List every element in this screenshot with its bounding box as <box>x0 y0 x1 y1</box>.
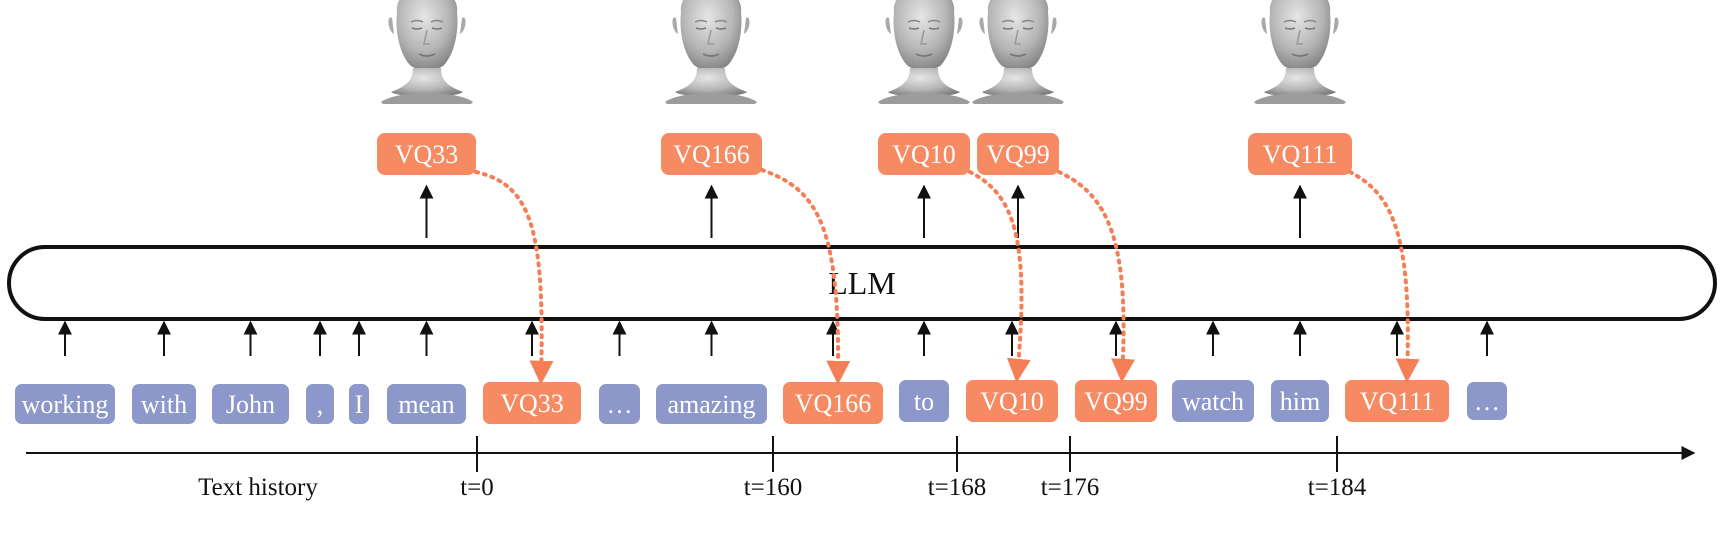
feedback-dotted-arrow <box>474 170 554 385</box>
token-label: mean <box>398 390 454 419</box>
input-token-vq99: VQ99 <box>1075 320 1157 422</box>
token-box <box>1271 380 1329 422</box>
token-box <box>1248 133 1352 175</box>
token-label: VQ33 <box>500 389 564 418</box>
tick-label: t=0 <box>460 474 494 501</box>
output-token-row: VQ33 VQ166 VQ10 VQ99 VQ111 <box>377 0 1352 238</box>
token-label: I <box>355 390 364 419</box>
token-box <box>878 133 970 175</box>
token-label: watch <box>1182 387 1244 416</box>
input-token-vq10: VQ10 <box>966 320 1058 422</box>
token-label: working <box>22 390 109 419</box>
input-token-him: him <box>1271 320 1329 422</box>
token-box <box>1345 380 1449 422</box>
token-label: VQ111 <box>1263 140 1338 169</box>
input-token-symbol: , <box>306 320 334 424</box>
tick-label: t=176 <box>1041 474 1100 501</box>
tick-label: t=168 <box>928 474 987 501</box>
token-label: with <box>141 390 187 419</box>
token-box <box>212 384 289 424</box>
output-token-vq166: VQ166 <box>661 0 762 238</box>
token-box <box>966 380 1058 422</box>
input-token-watch: watch <box>1172 320 1254 422</box>
input-token-with: with <box>132 320 196 424</box>
feedback-dotted-arrow <box>1348 170 1420 383</box>
token-box <box>132 384 196 424</box>
token-label: VQ166 <box>795 389 872 418</box>
output-token-vq111: VQ111 <box>1248 0 1352 238</box>
token-label: … <box>1474 387 1500 416</box>
token-label: … <box>607 390 633 419</box>
input-token-vq33: VQ33 <box>483 320 581 424</box>
token-box <box>15 384 115 424</box>
input-token-vq111: VQ111 <box>1345 320 1449 422</box>
face-head-icon <box>877 0 971 105</box>
token-label: amazing <box>667 390 755 419</box>
token-box <box>349 384 369 424</box>
token-box <box>483 382 581 424</box>
token-box <box>977 133 1059 175</box>
token-box <box>306 384 334 424</box>
token-label: VQ10 <box>980 387 1044 416</box>
token-label: VQ99 <box>1084 387 1148 416</box>
token-label: VQ166 <box>673 140 750 169</box>
input-token-symbol: … <box>1467 320 1507 420</box>
input-token-john: John <box>212 320 289 424</box>
tick-label: t=160 <box>744 474 803 501</box>
input-token-to: to <box>899 320 949 422</box>
input-token-vq166: VQ166 <box>783 320 883 424</box>
feedback-dotted-arrow <box>760 168 851 385</box>
feedback-dotted-arrow <box>968 170 1031 383</box>
token-box <box>1172 380 1254 422</box>
token-box <box>661 133 762 175</box>
timeline-ticks: t=0 t=160 t=168 t=176 t=184 <box>460 436 1367 501</box>
llm-label: LLM <box>828 265 896 301</box>
token-label: John <box>226 390 275 419</box>
tick-t-0: t=0 <box>460 436 494 501</box>
output-token-vq33: VQ33 <box>377 0 476 238</box>
token-box <box>899 380 949 422</box>
token-label: to <box>914 387 934 416</box>
token-box <box>387 384 466 424</box>
token-label: VQ111 <box>1360 387 1435 416</box>
output-token-vq10: VQ10 <box>877 0 971 238</box>
tick-label: t=184 <box>1308 474 1367 501</box>
token-box <box>656 384 767 424</box>
face-head-icon <box>664 0 758 105</box>
text-history-label: Text history <box>198 474 318 501</box>
token-label: , <box>317 390 324 419</box>
input-token-mean: mean <box>387 320 466 424</box>
token-label: VQ99 <box>986 140 1050 169</box>
tick-t-176: t=176 <box>1041 436 1100 501</box>
token-label: him <box>1280 387 1320 416</box>
tick-t-160: t=160 <box>744 436 803 501</box>
token-box <box>599 384 640 424</box>
token-box <box>1467 382 1507 420</box>
token-box <box>783 382 883 424</box>
face-head-icon <box>380 0 474 105</box>
input-token-amazing: amazing <box>656 320 767 424</box>
input-token-working: working <box>15 320 115 424</box>
feedback-arrows <box>474 168 1420 385</box>
tick-t-168: t=168 <box>928 436 987 501</box>
token-box <box>1075 380 1157 422</box>
input-token-symbol: … <box>599 320 640 424</box>
face-head-icon <box>971 0 1065 105</box>
output-token-vq99: VQ99 <box>971 0 1065 238</box>
feedback-dotted-arrow <box>1057 170 1136 383</box>
token-box <box>377 133 476 175</box>
token-label: VQ10 <box>892 140 956 169</box>
input-token-i: I <box>349 320 369 424</box>
face-head-icon <box>1253 0 1347 105</box>
llm-box <box>7 245 1717 321</box>
token-label: VQ33 <box>395 140 459 169</box>
tick-t-184: t=184 <box>1308 436 1367 501</box>
